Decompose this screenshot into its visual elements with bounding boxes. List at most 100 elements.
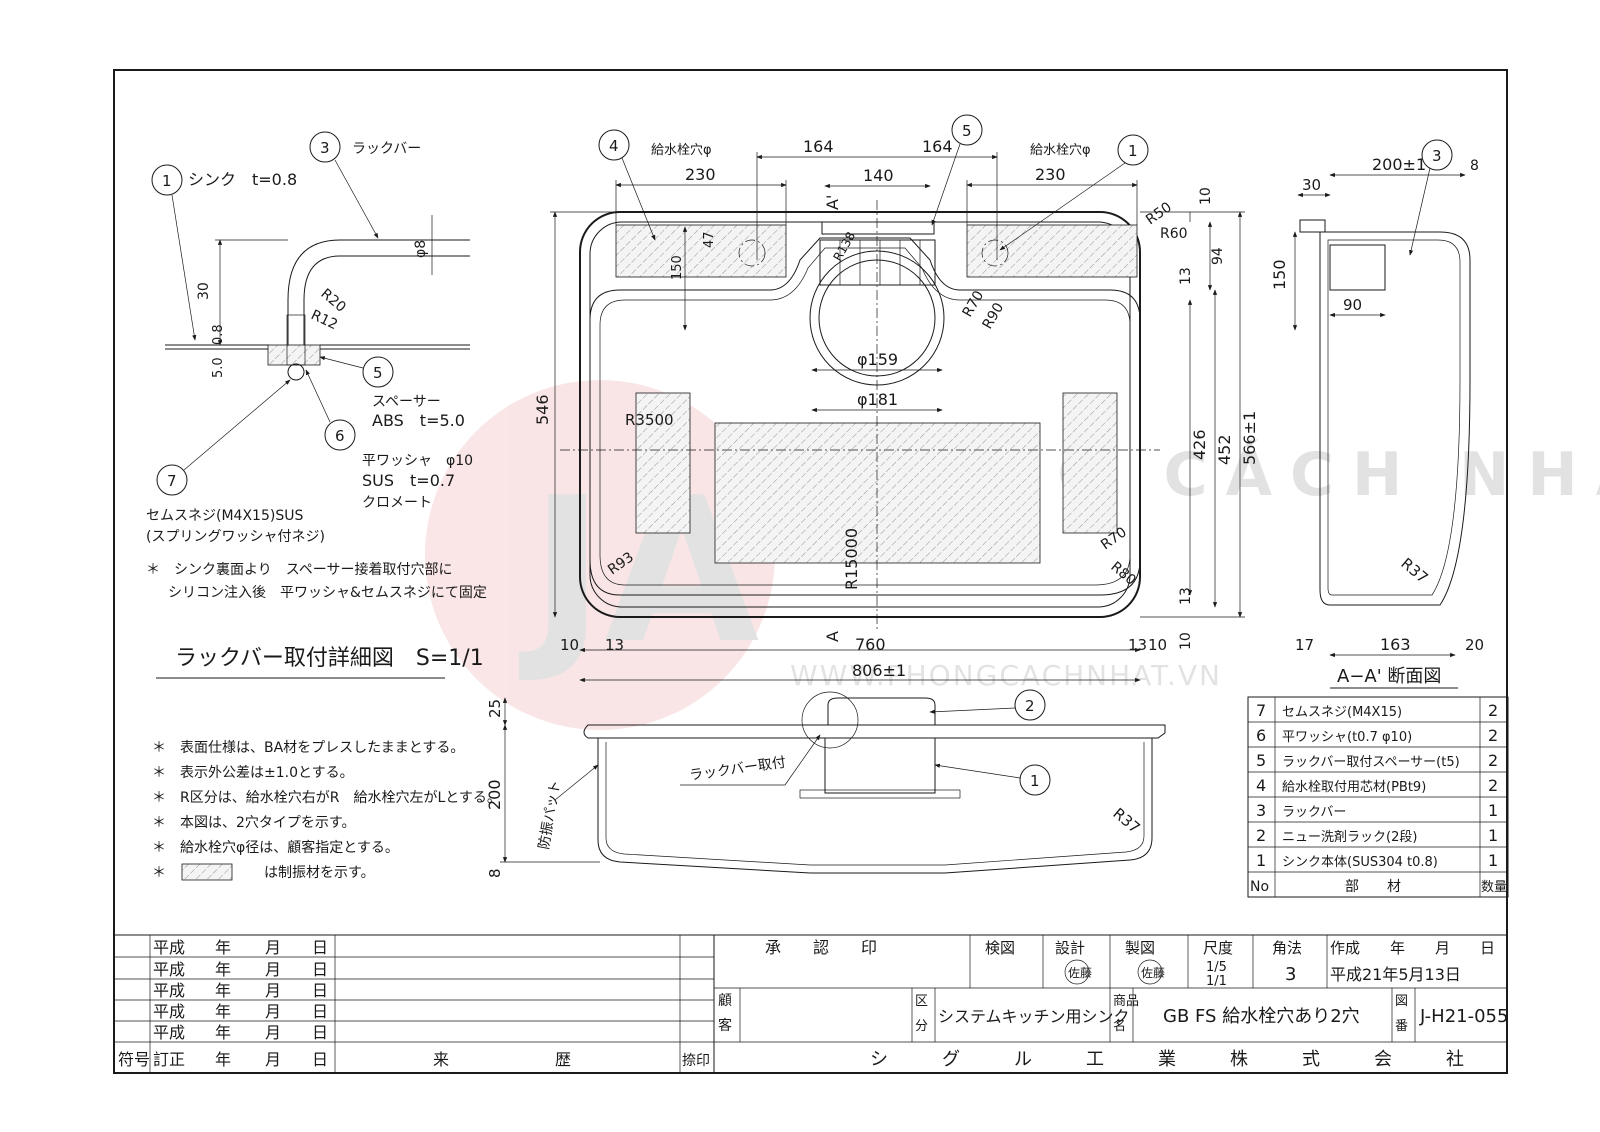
dim-806: 806±1 — [852, 661, 906, 680]
svg-text:日: 日 — [312, 981, 328, 1000]
svg-text:日: 日 — [312, 960, 328, 979]
front-bowl — [597, 738, 1153, 874]
category-label-1: 区 — [915, 994, 928, 1009]
front-dim-R37: R37 — [1109, 804, 1143, 837]
balloon-1-detail — [151, 164, 183, 196]
plan-view: 164 164 230 230 140 A' A 47 150 R138 給水栓… — [533, 114, 1259, 683]
damping-pad-center — [714, 422, 1041, 564]
part-5-no: 5 — [1256, 751, 1266, 770]
detail-dim-phi8: φ8 — [413, 240, 429, 258]
svg-text:平成: 平成 — [153, 1002, 185, 1021]
damping-pad-left — [635, 392, 691, 534]
front-dim-25: 25 — [486, 699, 504, 718]
part-4-name: 給水栓取付用芯材(PBt9) — [1282, 780, 1426, 795]
balloon-5-detail — [362, 356, 394, 388]
dim-164-left: 164 — [803, 137, 834, 156]
svg-text:日: 日 — [312, 1002, 328, 1021]
svg-text:1: 1 — [1128, 142, 1138, 160]
dim-phi159: φ159 — [857, 350, 898, 369]
note-5: ＊ 給水栓穴φ径は、顧客指定とする。 — [152, 839, 399, 856]
svg-text:3: 3 — [320, 139, 330, 157]
detail-note-1: ＊ シンク裏面より スペーサー接着取付穴部に — [146, 561, 452, 578]
parts-table: 7 セムスネジ(M4X15) 2 6 平ワッシャ(t0.7 φ10) 2 5 ラ… — [1247, 696, 1509, 898]
rev-footer-correction: 訂正 — [153, 1050, 185, 1069]
svg-text:月: 月 — [265, 1023, 281, 1042]
svg-text:年: 年 — [215, 960, 231, 979]
svg-text:年: 年 — [215, 1023, 231, 1042]
svg-text:年: 年 — [215, 1002, 231, 1021]
dim-10-left: 10 — [560, 636, 579, 654]
front-dim-200: 200 — [485, 779, 504, 810]
dim-94: 94 — [1210, 247, 1226, 265]
parts-header-no: No — [1250, 879, 1269, 895]
svg-text:平成: 平成 — [153, 1023, 185, 1042]
rack — [819, 239, 936, 286]
angle-value: 3 — [1285, 964, 1296, 985]
dim-R60: R60 — [1160, 226, 1188, 242]
dim-13-left: 13 — [605, 636, 624, 654]
detail-dim-08: 0.8 — [211, 324, 226, 345]
dim-140: 140 — [863, 166, 894, 185]
dim-phi181: φ181 — [857, 390, 898, 409]
faucet-hole-left — [738, 239, 766, 267]
balloon-2-front — [1019, 764, 1051, 796]
dim-546: 546 — [533, 394, 552, 425]
section-dim-30: 30 — [1302, 176, 1321, 194]
dim-R15000: R15000 — [842, 528, 861, 590]
section-dim-R37: R37 — [1397, 554, 1431, 587]
front-rack — [824, 737, 936, 794]
angle-label: 角法 — [1272, 939, 1302, 957]
vibration-pad-label: 防振パット — [536, 779, 564, 851]
svg-text:日: 日 — [312, 1050, 328, 1069]
dim-426: 426 — [1190, 429, 1209, 460]
spacer-spec: ABS t=5.0 — [372, 411, 465, 430]
balloon-4-plan — [598, 129, 630, 161]
title-block: 平成 年 月 日 平成 年 月 日 平成 年 月 日 平成 年 月 日 平成 年… — [114, 934, 1508, 1073]
svg-text:5: 5 — [962, 122, 972, 140]
svg-text:年: 年 — [215, 1050, 231, 1069]
rev-footer-history-2: 歴 — [555, 1050, 571, 1069]
svg-text:年: 年 — [215, 981, 231, 1000]
dim-10-bottom: 10 — [1178, 632, 1194, 650]
svg-text:佐藤: 佐藤 — [1141, 966, 1165, 980]
note-2: ＊ 表示外公差は±1.0とする。 — [152, 765, 354, 781]
svg-text:3: 3 — [1432, 147, 1442, 165]
drawing-no-label-2: 番 — [1395, 1019, 1408, 1034]
balloon-1-section — [1421, 139, 1453, 171]
svg-text:日: 日 — [312, 1023, 328, 1042]
screw-label: セムスネジ(M4X15)SUS — [146, 508, 303, 524]
part-2-no: 2 — [1256, 826, 1266, 845]
detail-dim-30: 30 — [196, 282, 212, 300]
svg-text:月: 月 — [265, 938, 281, 957]
svg-text:月: 月 — [265, 981, 281, 1000]
dim-230-right: 230 — [1035, 165, 1066, 184]
section-mark-A: A — [823, 631, 842, 642]
part-3-name: ラックバー — [1282, 805, 1346, 820]
balloon-3-detail — [309, 131, 341, 163]
balloon-3-front — [1014, 689, 1046, 721]
dim-164-right: 164 — [922, 137, 953, 156]
dim-13-top: 13 — [1178, 267, 1194, 285]
drawing-no: J-H21-055 — [1419, 1006, 1508, 1027]
dim-760: 760 — [855, 635, 886, 654]
faucet-pad-left — [615, 224, 787, 278]
product-value: GB FS 給水栓穴あり2穴 — [1163, 1006, 1360, 1027]
svg-text:月: 月 — [265, 1050, 281, 1069]
dim-230-left: 230 — [685, 165, 716, 184]
svg-text:6: 6 — [335, 427, 345, 445]
rev-footer-history-1: 来 — [433, 1050, 449, 1069]
section-title: A−A' 断面図 — [1337, 666, 1441, 687]
svg-text:平成: 平成 — [153, 981, 185, 1000]
note-3: ＊ R区分は、給水栓穴右がR 給水栓穴左がLとする。 — [152, 790, 501, 806]
balloon-6-detail — [324, 419, 356, 451]
dim-R3500: R3500 — [625, 411, 674, 429]
front-rim — [583, 724, 1166, 739]
section-outline — [1319, 231, 1471, 606]
sink-bowl — [589, 237, 1141, 596]
faucet-hole-label-right: 給水栓穴φ — [1030, 143, 1091, 158]
section-dim-90: 90 — [1343, 296, 1362, 314]
detail-title: ラックバー取付詳細図 S=1/1 — [175, 646, 484, 671]
detail-sink-label: シンク t=0.8 — [188, 170, 297, 189]
svg-text:月: 月 — [265, 960, 281, 979]
customer-label-2: 客 — [718, 1017, 732, 1034]
